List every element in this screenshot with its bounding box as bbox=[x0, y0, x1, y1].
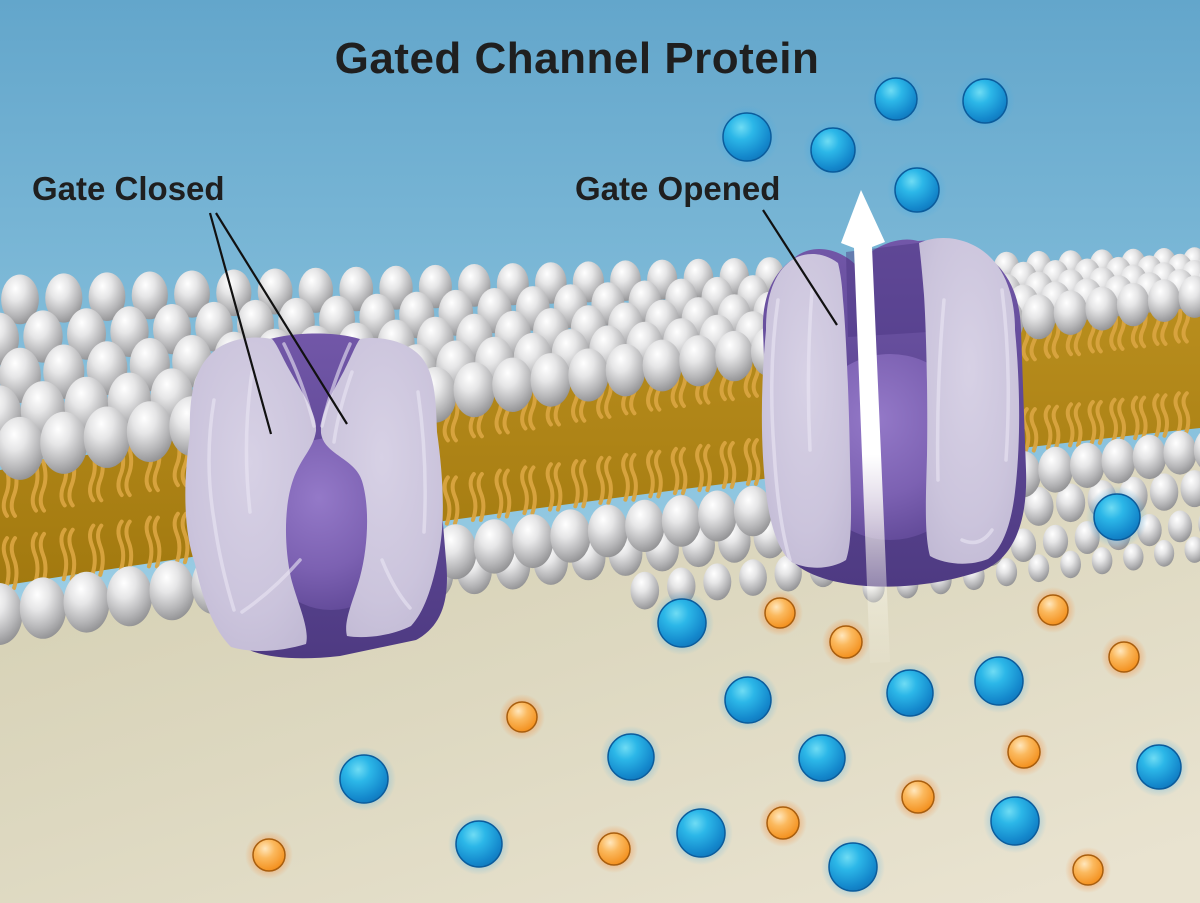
blue-ion bbox=[803, 120, 863, 180]
blue-ion bbox=[867, 70, 925, 128]
blue-ion bbox=[669, 801, 733, 865]
blue-ion bbox=[879, 662, 941, 724]
open-protein-right-lobe bbox=[919, 237, 1020, 564]
open-channel-protein bbox=[761, 237, 1027, 587]
open-protein-left-lobe bbox=[761, 253, 852, 568]
diagram-title: Gated Channel Protein bbox=[334, 34, 820, 83]
orange-ion bbox=[757, 590, 803, 636]
orange-ion bbox=[1000, 728, 1048, 776]
closed-channel-protein bbox=[185, 333, 447, 659]
orange-ion bbox=[499, 694, 545, 740]
blue-ion bbox=[1129, 737, 1189, 797]
orange-ion bbox=[590, 825, 638, 873]
gate-closed-pointer-line bbox=[215, 212, 348, 425]
closed-protein-left-lobe bbox=[185, 337, 317, 651]
blue-ion bbox=[791, 727, 853, 789]
blue-ion bbox=[715, 105, 779, 169]
blue-ion bbox=[600, 726, 662, 788]
orange-ion bbox=[1030, 587, 1076, 633]
label-pointer-lines bbox=[208, 209, 838, 435]
blue-ion bbox=[821, 835, 885, 899]
gate-closed-pointer-line bbox=[208, 212, 273, 435]
open-protein-texture bbox=[770, 288, 1010, 562]
blue-ion bbox=[650, 591, 714, 655]
blue-ion bbox=[332, 747, 396, 811]
orange-ion bbox=[894, 773, 942, 821]
blue-ion bbox=[1086, 486, 1148, 548]
orange-ion bbox=[1065, 847, 1111, 893]
blue-ion bbox=[448, 813, 510, 875]
intracellular-orange-ions bbox=[245, 587, 1147, 893]
orange-ion bbox=[245, 831, 293, 879]
gate-closed-label: Gate Closed bbox=[32, 170, 225, 207]
gate-opened-pointer-line bbox=[762, 209, 838, 326]
blue-ion bbox=[967, 649, 1031, 713]
closed-protein-right-lobe bbox=[320, 338, 443, 638]
blue-ion bbox=[955, 71, 1015, 131]
blue-ion bbox=[717, 669, 779, 731]
orange-ion bbox=[822, 618, 870, 666]
blue-ion bbox=[887, 160, 947, 220]
closed-protein-texture bbox=[207, 342, 427, 614]
orange-ion bbox=[1101, 634, 1147, 680]
orange-ion bbox=[759, 799, 807, 847]
blue-ion bbox=[983, 789, 1047, 853]
gate-opened-label: Gate Opened bbox=[575, 170, 781, 207]
transport-arrow bbox=[841, 190, 890, 663]
extracellular-blue-ions bbox=[715, 70, 1015, 220]
intracellular-blue-ions bbox=[332, 486, 1189, 899]
